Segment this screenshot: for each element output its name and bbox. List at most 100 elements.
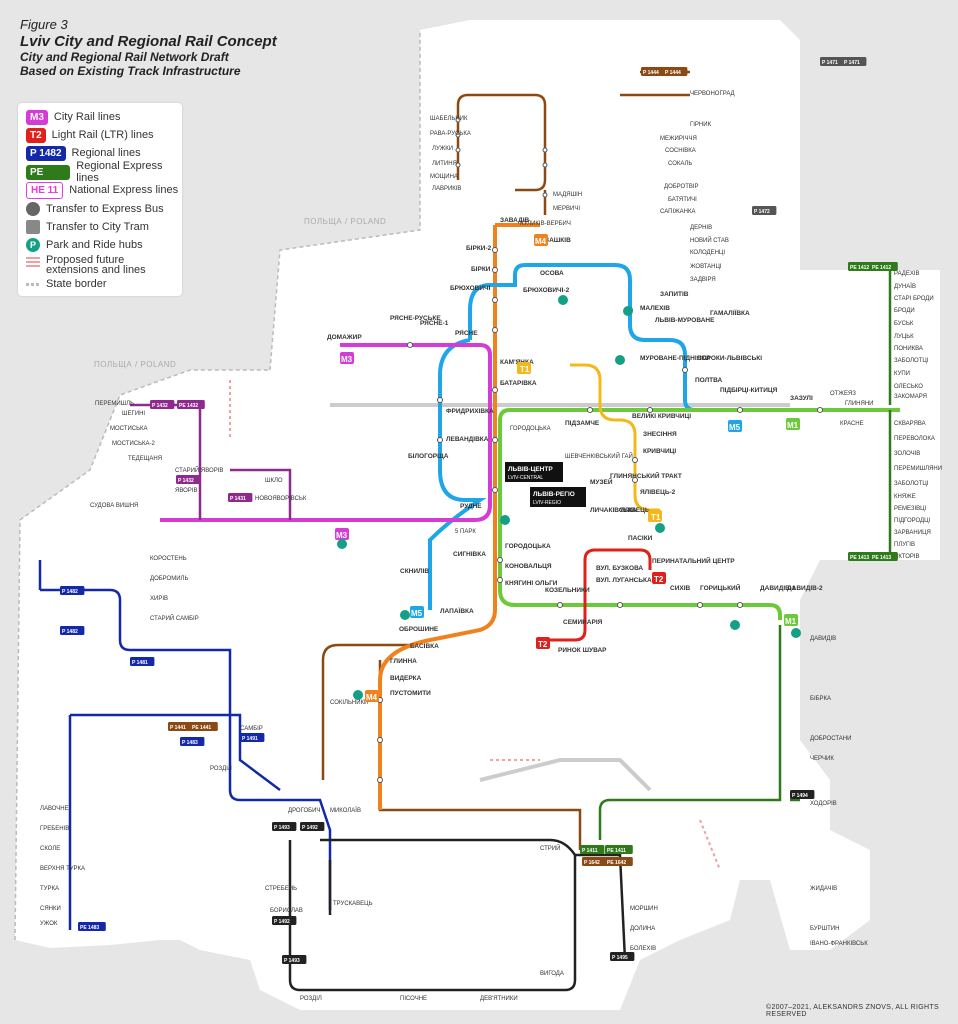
legend-badge: HE 11 xyxy=(26,181,64,199)
station-label: КОРОСТЕНЬ xyxy=(150,556,187,562)
station-label: РИНОК ШУВАР xyxy=(558,647,607,654)
central-station-lviv[interactable]: ЛЬВІВ-ЦЕНТР LVIV-CENTRAL xyxy=(505,462,563,482)
route-badge-text: PE 1441 xyxy=(192,725,211,731)
route-badge xyxy=(177,400,205,409)
line-badge-text: M5 xyxy=(411,609,423,618)
legend-badge: PE 1412 xyxy=(26,164,71,193)
station-label: ГЛИНЯНСЬКИЙ ТРАКТ xyxy=(610,471,682,480)
central-station-name: ЛЬВІВ-ЦЕНТР xyxy=(508,466,553,473)
route-badge-text: P 1642 xyxy=(584,860,600,866)
station-label: ГАМАЛІЇВКА xyxy=(710,309,750,317)
station-label: ВУЛ. БУЗКОВА xyxy=(596,565,643,572)
station-label: МУРОВАНЕ-ПІДНІЯКИ xyxy=(640,355,710,362)
route-badge-text: P 1432 xyxy=(178,478,194,484)
legend-label: Regional lines xyxy=(71,147,141,159)
station-label: РАВА-РУСЬКА xyxy=(430,131,471,137)
route-badge-text: P 1472 xyxy=(754,209,770,215)
station-label: БІБРКА xyxy=(810,696,831,702)
central-station-name: ЛЬВІВ-РЕГІО xyxy=(533,491,575,498)
legend-badge: T2 xyxy=(26,127,46,143)
route-badge xyxy=(228,493,253,502)
station-label: ШЕВЧЕНКІВСЬКИЙ ГАЙ xyxy=(565,452,633,460)
station-label: БУРШТИН xyxy=(810,926,839,932)
station-label: ЗАБОЛОТЦІ xyxy=(894,481,929,487)
legend-label: Transfer to City Tram xyxy=(46,221,149,233)
line-badge-text: M4 xyxy=(535,237,547,246)
station-label: УЖОК xyxy=(40,921,58,927)
station-label: ЯЛІВЕЦЬ xyxy=(620,507,650,514)
legend-badge: M3 xyxy=(26,109,48,125)
route-badge xyxy=(605,845,633,854)
route-badge xyxy=(78,922,106,931)
station-label: ЛУЖКИ xyxy=(432,146,453,152)
route-badge-text: PE 1483 xyxy=(80,925,99,931)
station-label: ПІДБІРЦІ-КИТИЦЯ xyxy=(720,387,778,394)
station-label: СУДОВА ВИШНЯ xyxy=(90,503,138,509)
border-line-icon xyxy=(26,282,40,286)
route-badge xyxy=(180,737,205,746)
line-gray-south xyxy=(479,758,652,792)
station-label: ДОЛИНА xyxy=(630,926,655,932)
station-label: МОЩИНА xyxy=(430,174,458,180)
station-label: ЗАПИТІВ xyxy=(660,291,689,298)
station-label: КРИВЧИЦІ xyxy=(643,448,676,455)
station-label: ВЕЛИКІ КРИВЧИЦІ xyxy=(632,413,691,420)
route-badge xyxy=(130,657,155,666)
route-badge xyxy=(176,475,201,484)
station-label: ДОМАЖИР xyxy=(327,334,362,341)
route-badge-text: PE 1413 xyxy=(850,555,869,561)
legend-label: Light Rail (LTR) lines xyxy=(51,129,154,141)
route-badge-text: P 1482 xyxy=(62,629,78,635)
line-m1 xyxy=(498,408,900,620)
park-ride-icon xyxy=(791,628,801,638)
station-label: 5 ПАРК xyxy=(455,529,476,535)
station-label: ЛАВРИКІВ xyxy=(432,186,461,192)
route-badge xyxy=(580,845,605,854)
station-label: ЛАПАЇВКА xyxy=(440,607,474,615)
route-badge-text: P 1492 xyxy=(274,919,290,925)
station-label: ЛУЦЬК xyxy=(894,334,914,340)
station-label: ВИГОДА xyxy=(540,971,564,977)
route-badge xyxy=(150,400,175,409)
legend-item-state-border: State border xyxy=(26,276,107,292)
park-ride-icon xyxy=(655,523,665,533)
route-badge-text: P 1471 xyxy=(822,60,838,66)
station-label: ДАВИДІВ xyxy=(810,636,836,642)
line-badge-text: T1 xyxy=(520,365,530,374)
route-badge xyxy=(848,552,876,561)
station-label: РЯСНЕ xyxy=(455,330,478,337)
station-label: ДЕРНІВ xyxy=(690,225,712,231)
tram-icon xyxy=(26,220,40,234)
line-brown-north xyxy=(456,70,690,215)
station-label: ЗНЕСІННЯ xyxy=(643,431,677,438)
route-badge-text: P 1483 xyxy=(182,740,198,746)
line-badge xyxy=(786,418,800,430)
central-station-regio[interactable]: ЛЬВІВ-РЕГІО LVIV-REGIO xyxy=(530,487,586,507)
station-label: СКНИЛІВ xyxy=(400,568,429,575)
station-label: ШАБЕЛЬНИК xyxy=(430,116,468,122)
station-label: ПАСІКИ xyxy=(628,535,653,542)
station-label: ДЕВ'ЯТНИКИ xyxy=(480,996,518,1002)
line-m5 xyxy=(428,263,740,610)
central-station-sub: LVIV-REGIO xyxy=(533,500,561,506)
station-label: ОСОВА xyxy=(540,270,564,277)
line-badge xyxy=(340,352,354,364)
station-label: ДОБРОТВІР xyxy=(664,184,699,190)
station-label: МОРШИН xyxy=(630,906,658,912)
route-badge-text: P 1482 xyxy=(62,589,78,595)
station-label: ПЕРЕВОЛОКА xyxy=(894,436,935,442)
line-badge-text: M3 xyxy=(336,531,348,540)
map-subtitle-1: City and Regional Rail Network Draft xyxy=(20,50,229,64)
station-label: МАЛЕХІВ xyxy=(640,305,670,312)
route-badge xyxy=(641,67,666,76)
legend-label: National Express lines xyxy=(69,184,179,196)
route-badge-text: PE 1432 xyxy=(179,403,198,409)
station-label: БАСІВКА xyxy=(410,643,439,650)
route-badge-text: PE 1413 xyxy=(872,555,891,561)
figure-number: Figure 3 xyxy=(20,17,68,32)
station-label: КОЗЕЛЬНИКИ xyxy=(545,587,590,594)
station-label: ЧЕРВОНОГРАД xyxy=(690,91,735,97)
proposed-line-icon xyxy=(26,257,40,267)
line-badge xyxy=(410,606,424,618)
ukraine-territory xyxy=(15,20,940,1010)
